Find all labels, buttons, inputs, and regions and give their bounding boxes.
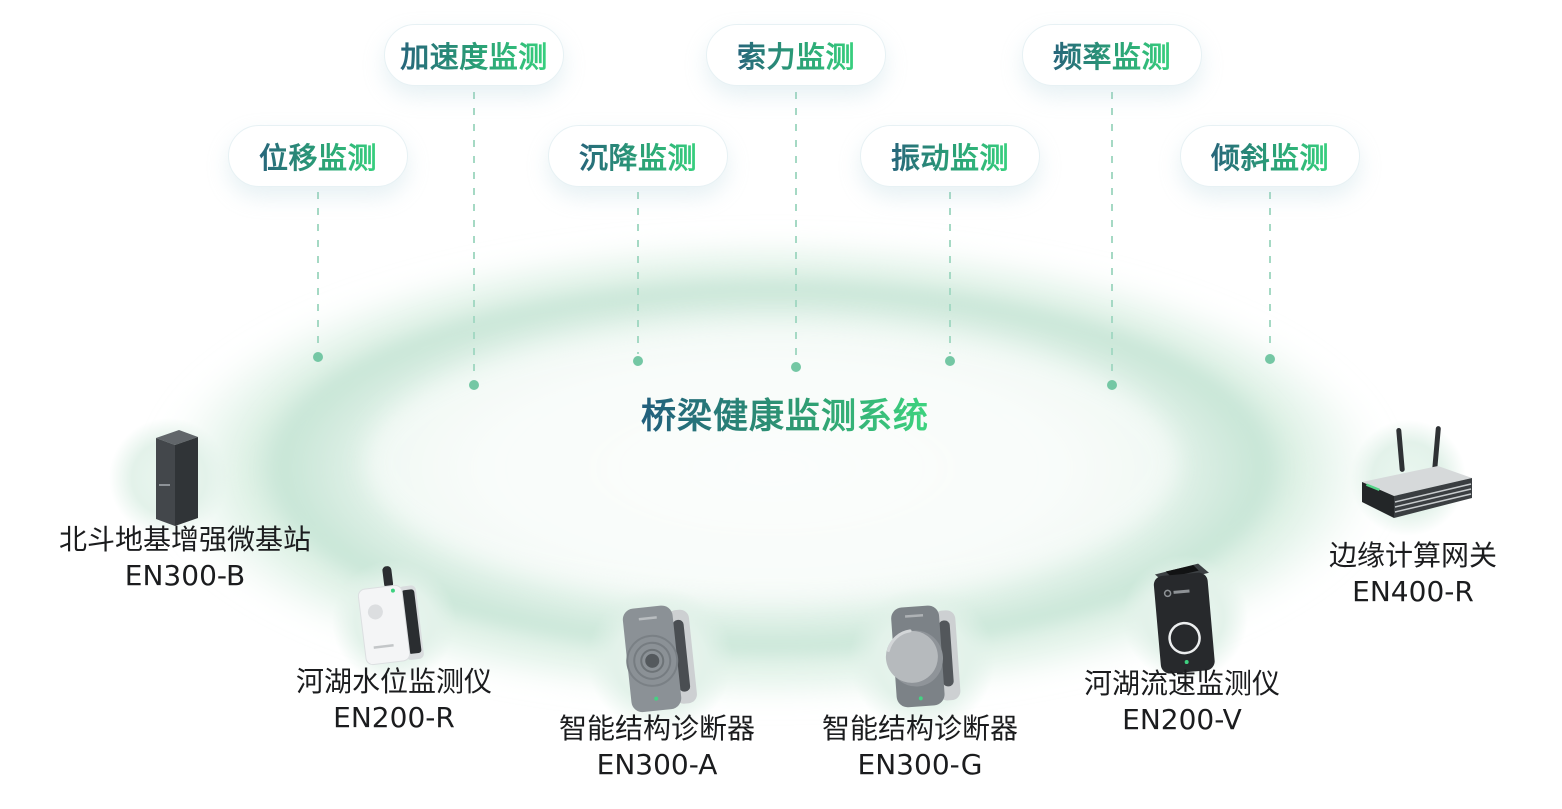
tag-frequency-monitoring: 频率监测 [1022, 24, 1202, 86]
tag-settlement-monitoring: 沉降监测 [548, 125, 728, 187]
edge-gateway-image [1362, 426, 1472, 518]
structure-diagnostic-a-image [622, 605, 697, 713]
system-title: 桥梁健康监测系统 [641, 388, 929, 439]
tag-label: 振动监测 [891, 135, 1009, 177]
device-name: 河湖水位监测仪 [295, 665, 492, 698]
device-model: EN400-R [1352, 575, 1474, 608]
device-label: 智能结构诊断器 EN300-A [487, 711, 827, 783]
device-model: EN200-R [333, 701, 455, 734]
device-name: 智能结构诊断器 [558, 712, 755, 745]
device-name: 边缘计算网关 [1328, 539, 1497, 572]
flow-velocity-monitor-image [1153, 563, 1215, 674]
device-model: EN300-G [857, 748, 983, 781]
device-label: 北斗地基增强微基站 EN300-B [15, 522, 355, 594]
tag-label: 加速度监测 [400, 34, 548, 76]
connector-lines [317, 92, 1271, 378]
device-name: 北斗地基增强微基站 [58, 523, 311, 556]
tag-tilt-monitoring: 倾斜监测 [1180, 125, 1360, 187]
device-label: 边缘计算网关 EN400-R [1243, 538, 1562, 610]
tag-label: 位移监测 [259, 135, 377, 177]
structure-diagnostic-g-image [885, 605, 961, 708]
tag-label: 倾斜监测 [1211, 135, 1329, 177]
halo-ellipses [150, 234, 1394, 706]
device-label: 河湖流速监测仪 EN200-V [1012, 666, 1352, 738]
tag-label: 频率监测 [1053, 34, 1171, 76]
device-label: 智能结构诊断器 EN300-G [750, 711, 1090, 783]
tag-vibration-monitoring: 振动监测 [860, 125, 1040, 187]
tag-displacement-monitoring: 位移监测 [228, 125, 408, 187]
device-label: 河湖水位监测仪 EN200-R [224, 664, 564, 736]
beidou-base-station-image [156, 430, 198, 526]
device-model: EN300-A [596, 748, 718, 781]
water-level-monitor-image [357, 566, 424, 666]
connector-end-dots [313, 352, 1275, 390]
tag-label: 沉降监测 [579, 135, 697, 177]
tag-acceleration-monitoring: 加速度监测 [384, 24, 564, 86]
tag-cable-force-monitoring: 索力监测 [706, 24, 886, 86]
device-model: EN200-V [1122, 703, 1242, 736]
tag-label: 索力监测 [737, 34, 855, 76]
device-model: EN300-B [124, 559, 246, 592]
device-name: 智能结构诊断器 [821, 712, 1018, 745]
device-name: 河湖流速监测仪 [1083, 667, 1280, 700]
